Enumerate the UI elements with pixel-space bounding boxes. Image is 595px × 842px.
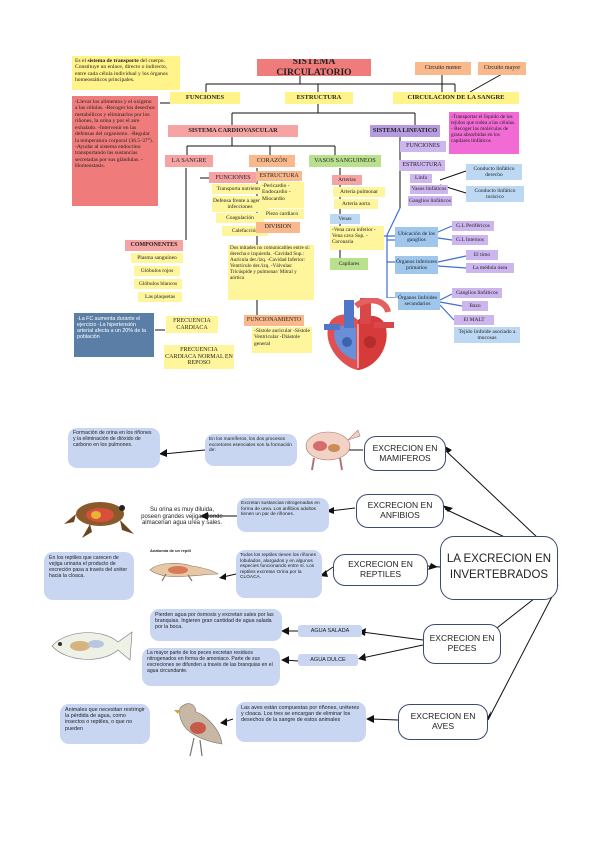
lin-funciones: FUNCIONES <box>400 141 446 152</box>
funcionamiento-text: -Sístole auricular -Sístole Ventricular … <box>252 327 312 353</box>
intro-post: del cuerpo. Constituye un enlace, direct… <box>75 58 168 84</box>
circulacion-header: CIRCULACION DE LA SANGRE <box>393 92 519 104</box>
gl-internos: G.L Internos <box>452 235 488 245</box>
linfa: Linfa <box>410 174 432 183</box>
anfibios-note: Su orina es muy diluida, poseen grandes … <box>141 506 223 527</box>
linfatico-header: SISTEMA LINFATICO <box>370 125 440 137</box>
salada-text: Pierden agua por ósmosis y excretan sale… <box>150 609 282 641</box>
plasma: Plasma sanguíneo <box>131 253 183 263</box>
funciones-list: -Llevar los alimentos y el oxígeno a las… <box>72 96 158 206</box>
fish-anatomy-illustration <box>46 624 134 670</box>
coagulacion: Coagulación <box>216 213 264 223</box>
gang2: Ganglios linfáticos <box>452 288 502 298</box>
funciones-header: FUNCIONES <box>170 92 240 104</box>
arteria-pulmonar: Arteria pulmonar <box>333 187 385 197</box>
secundarios: Órganos linfoides secundarios <box>395 292 440 310</box>
mammal-anatomy-illustration <box>298 416 362 472</box>
gl-perifericos: G.L Periféricos <box>452 221 494 231</box>
intro-bold: sistema de transporte <box>87 58 139 64</box>
rojos: Glóbulos rojos <box>134 266 180 276</box>
malt: El MALT <box>454 315 494 325</box>
cardio-header: SISTEMA CARDIOVASCULAR <box>168 125 298 137</box>
vasos-header: VASOS SANGUINEOS <box>309 155 381 167</box>
venas: Venas <box>330 214 360 224</box>
arterias: Arterias <box>332 175 362 185</box>
reptile-pic-caption: Anatomía de un reptil <box>150 549 191 553</box>
bazo: Bazo <box>462 301 488 311</box>
mamiferos-desc: En los mamíferos, los dos procesos excre… <box>205 434 297 466</box>
dulce-text: La mayor parte de los peces excretan res… <box>142 648 280 686</box>
sangre-funciones: FUNCIONES <box>209 172 257 183</box>
aves-left: Animales que necesitan restringir la pér… <box>60 704 150 744</box>
calefaccion: Calefacción <box>222 226 268 236</box>
anfibios-desc: Excretan sustancias nitrogenadas en form… <box>237 498 329 532</box>
primarios: Órganos inferiores primarios <box>395 256 438 274</box>
division-text: Dos mitades no comunicables entre sí: de… <box>228 245 314 300</box>
reptiles-desc: Todos los reptiles tienen los riñones lo… <box>236 550 322 598</box>
vasos-linfaticos: Vasos linfáticos <box>410 185 448 194</box>
timo: El timo <box>466 250 498 260</box>
conducto-toracico: Conducto linfático torácico <box>466 186 524 202</box>
division-header: DIVISION <box>256 222 300 233</box>
conducto-derecho: Conducto linfático derecho <box>466 164 522 180</box>
arteria-aorta: Arteria aorta <box>334 199 378 209</box>
reptile-anatomy-illustration <box>148 556 220 582</box>
mamiferos-left: Formación de orina en los riñones y la e… <box>68 428 160 468</box>
heart-illustration <box>314 298 398 372</box>
piezo: Piezo cardiaco <box>260 209 304 219</box>
page-title: SISTEMA CIRCULATORIO <box>257 59 371 76</box>
componentes-header: COMPONENTES <box>125 240 183 251</box>
medula: La médula ósea <box>466 263 514 273</box>
mamiferos-node: EXCRECION EN MAMIFEROS <box>364 436 446 471</box>
cor-estructura: ESTRUCTURA <box>256 171 302 181</box>
reptiles-left: En los reptiles que carecen de vejiga ur… <box>44 552 134 600</box>
intro-pre: Es el <box>75 58 88 64</box>
lin-funciones-text: -Transportar el líquido de los tejidos q… <box>449 112 519 154</box>
anfibios-node: EXCRECION EN ANFIBIOS <box>356 494 444 528</box>
estructura-header: ESTRUCTURA <box>285 92 353 104</box>
peces-node: EXCRECION EN PECES <box>423 624 501 664</box>
blancos: Glóbulos blancos <box>134 279 182 289</box>
aves-node: EXCRECION EN AVES <box>398 704 488 740</box>
frecuencia: FRECUENCIA CARDIACA <box>166 316 218 333</box>
circuito-mayor: Circuito mayor <box>478 62 526 75</box>
frecuencia-reposo: FRECUENCIA CARDIACA NORMAL EN REPOSO <box>164 345 234 369</box>
intro-box: Es el sistema de transporte del cuerpo. … <box>72 56 180 90</box>
fc-note: -La FC aumenta durante el ejercicio -La … <box>74 313 154 357</box>
defensa: Defensa frente a agentes infecciones <box>212 196 268 212</box>
venas-text: -Vena cava inferior -Vena cava Sup. -Cor… <box>330 226 384 250</box>
ganglios: Ganglios linfáticos <box>408 196 452 206</box>
ubicacion: Ubicación de los ganglios <box>395 227 438 247</box>
reptiles-node: EXCRECION EN REPTILES <box>333 554 428 586</box>
capas: -Pericardio -Endocardio -Miocardio <box>260 182 304 208</box>
aves-desc: Las aves están compuestas por riñones, u… <box>236 702 366 742</box>
frog-anatomy-illustration <box>60 488 138 542</box>
tejido: Tejido linfoide asociado a mucosas <box>454 327 520 343</box>
capilares: Capilares <box>330 258 368 270</box>
corazon-header: CORAZÓN <box>249 155 295 167</box>
agua-dulce: AGUA DULCE <box>298 654 358 666</box>
circuito-menor: Circuito menor <box>415 62 471 75</box>
bird-anatomy-illustration <box>170 698 228 760</box>
excrecion-main: LA EXCRECION EN INVERTEBRADOS <box>440 536 558 600</box>
transporta: Transporta nutrientes <box>212 184 268 194</box>
funcionamiento-header: FUNCIONAMIENTO <box>244 315 304 326</box>
agua-salada: AGUA SALADA <box>298 625 362 637</box>
sangre-header: LA SANGRE <box>165 155 213 167</box>
lin-estructura: ESTRUCTURA <box>399 160 445 171</box>
plaquetas: Las plaquetas <box>138 292 182 302</box>
